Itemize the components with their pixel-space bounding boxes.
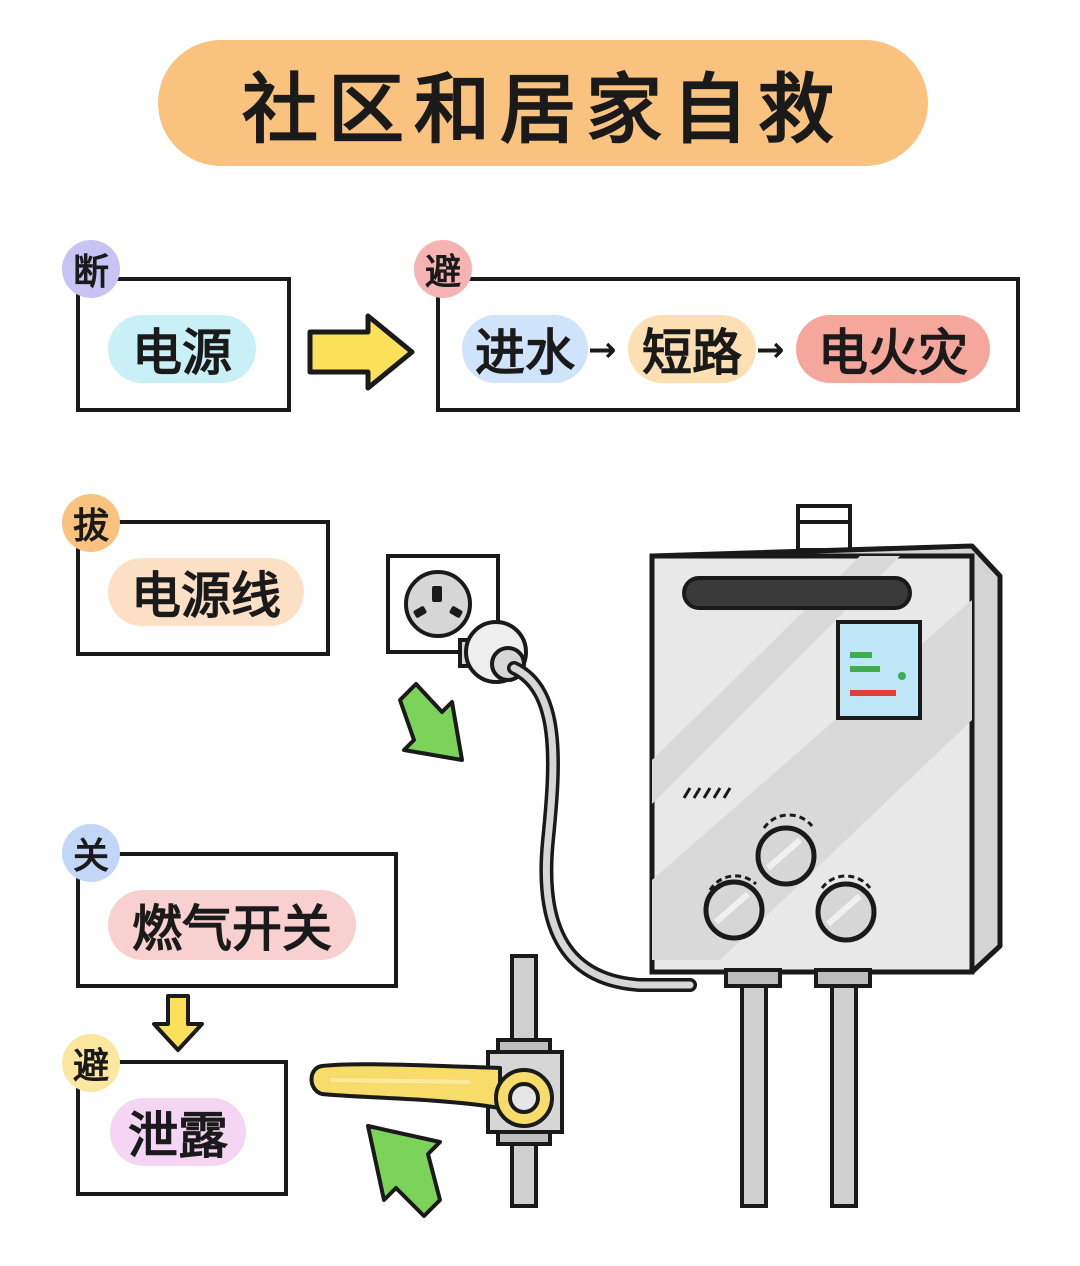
green-arrow-up-icon	[366, 1124, 442, 1218]
chain-arrow-1: →	[588, 330, 617, 370]
tag-unplug: 拔	[62, 494, 120, 552]
chip-power: 电源	[108, 315, 256, 383]
tag-cut: 断	[62, 240, 120, 298]
tag-avoid-fire: 避	[414, 240, 472, 298]
chip-leak: 泄露	[110, 1098, 246, 1166]
green-arrow-down-icon	[398, 682, 464, 762]
chip-gas-switch: 燃气开关	[108, 890, 356, 960]
chip-short-circuit: 短路	[628, 315, 756, 383]
gas-valve-icon	[309, 954, 564, 1208]
tag-avoid-leak: 避	[62, 1034, 120, 1092]
heater-top-pipe	[796, 504, 852, 552]
heater-pipes	[724, 968, 872, 1208]
tag-close: 关	[62, 824, 120, 882]
yellow-arrow-down-icon	[152, 994, 204, 1052]
yellow-arrow-right-icon	[307, 313, 415, 391]
chip-electric-fire: 电火灾	[796, 315, 990, 383]
chip-power-cord: 电源线	[108, 558, 304, 626]
heater-knobs	[703, 813, 877, 943]
title-banner: 社区和居家自救	[158, 40, 928, 166]
page-title: 社区和居家自救	[242, 65, 844, 154]
chain-arrow-2: →	[756, 330, 785, 370]
heater-display-icon	[836, 620, 922, 720]
chip-water: 进水	[462, 315, 588, 383]
